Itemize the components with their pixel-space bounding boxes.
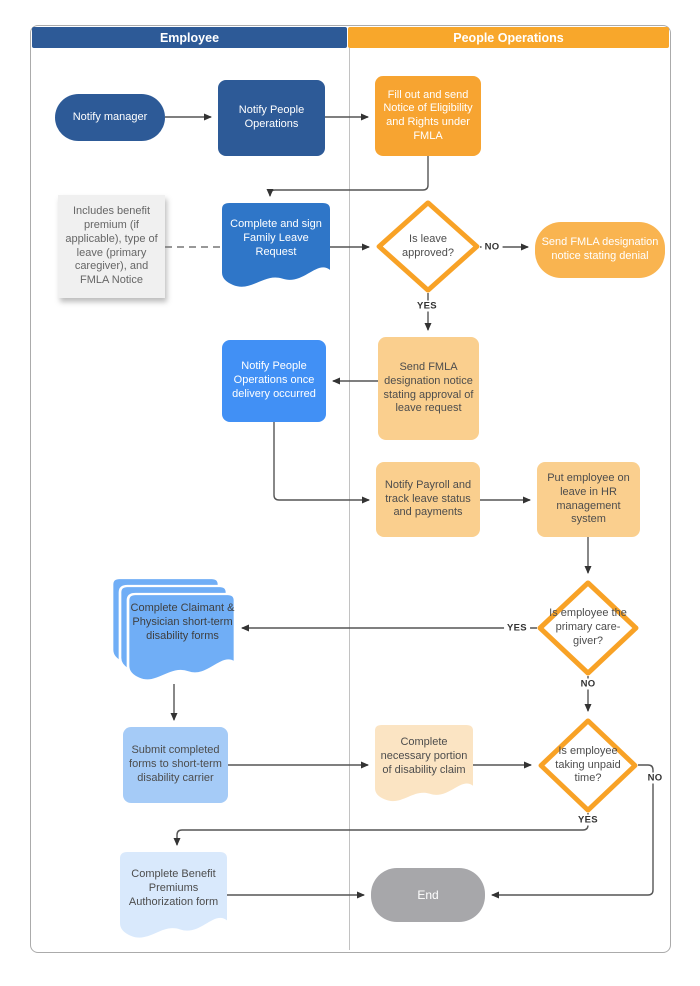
diagram-frame [30,25,671,953]
edge-label-yes: YES [414,300,440,312]
document-shape [222,203,330,287]
node-submit-completed-forms: Submit completed forms to short-term dis… [123,727,228,803]
node-end: End [371,868,485,922]
edge-label-yes: YES [575,814,601,826]
node-put-employee-on-leave: Put employee on leave in HR management s… [537,462,640,537]
edge-unpaid-no [491,764,654,899]
note-benefit-premium: Includes benefit premium (if applicable)… [58,195,165,298]
node-notify-people-ops-delivery: Notify People Operations once delivery o… [222,340,326,422]
node-label: Notify manager [72,110,148,123]
node-claimant-physician-forms: Complete Claimant & Physician short-term… [112,578,235,685]
node-send-fmla-approval: Send FMLA designation notice stating app… [378,337,479,440]
node-notify-payroll: Notify Payroll and track leave status an… [376,462,480,537]
node-label: Complete Benefit Premiums Authorization … [128,868,219,908]
edge-unpaid-yes [173,813,589,846]
diamond-shape [537,580,639,676]
node-label: Submit completed forms to short-term dis… [129,744,222,784]
node-notify-people-operations: Notify People Operations [218,80,325,156]
node-label: Notify Payroll and track leave status an… [384,478,472,519]
decision-taking-unpaid-time: Is employee taking unpaid time? [538,718,638,813]
edge-delivery-to-payroll [273,422,370,504]
diamond-shape [538,718,638,813]
edge-fillout-to-completesign [266,156,429,197]
node-send-fmla-denial: Send FMLA designation notice stating den… [535,222,665,278]
node-label: Complete necessary portion of disability… [380,736,468,776]
stacked-documents-shape [112,578,235,682]
node-fill-out-notice: Fill out and send Notice of Eligibility … [375,76,481,156]
node-label: Put employee on leave in HR management s… [547,472,630,526]
edge-label-yes: YES [504,622,530,634]
lane-header-employee: Employee [32,27,347,48]
node-label: Send FMLA designation notice stating app… [383,361,474,415]
node-notify-manager: Notify manager [55,94,165,141]
node-label: Is employee the primary care-giver? [549,607,627,647]
node-complete-disability-claim-portion: Complete necessary portion of disability… [375,725,473,805]
node-label: End [417,887,439,902]
node-label: Fill out and send Notice of Eligibility … [383,88,473,142]
edge-label-no: NO [481,241,503,253]
lane-header-people-operations: People Operations [348,27,669,48]
decision-is-leave-approved: Is leave approved? [376,200,480,293]
node-label: Complete and sign Family Leave Request [230,218,322,258]
lane-divider [349,48,350,950]
document-shape [120,852,227,938]
note-text: Includes benefit premium (if applicable)… [65,205,158,286]
edge-label-no: NO [577,678,599,690]
node-label: Send FMLA designation notice stating den… [541,236,659,262]
document-shape [375,725,473,802]
diamond-shape [376,200,480,293]
node-complete-sign-family-leave-request: Complete and sign Family Leave Request [222,203,330,291]
node-label: Is leave approved? [401,232,454,259]
node-complete-benefit-premiums-form: Complete Benefit Premiums Authorization … [120,852,227,942]
node-label: Complete Claimant & Physician short-term… [130,602,235,642]
node-label: Is employee taking unpaid time? [555,744,621,785]
edge-label-no: NO [644,772,666,784]
node-label: Notify People Operations once delivery o… [232,360,316,400]
node-label: Notify People Operations [238,104,305,130]
decision-primary-caregiver: Is employee the primary care-giver? [537,580,639,676]
